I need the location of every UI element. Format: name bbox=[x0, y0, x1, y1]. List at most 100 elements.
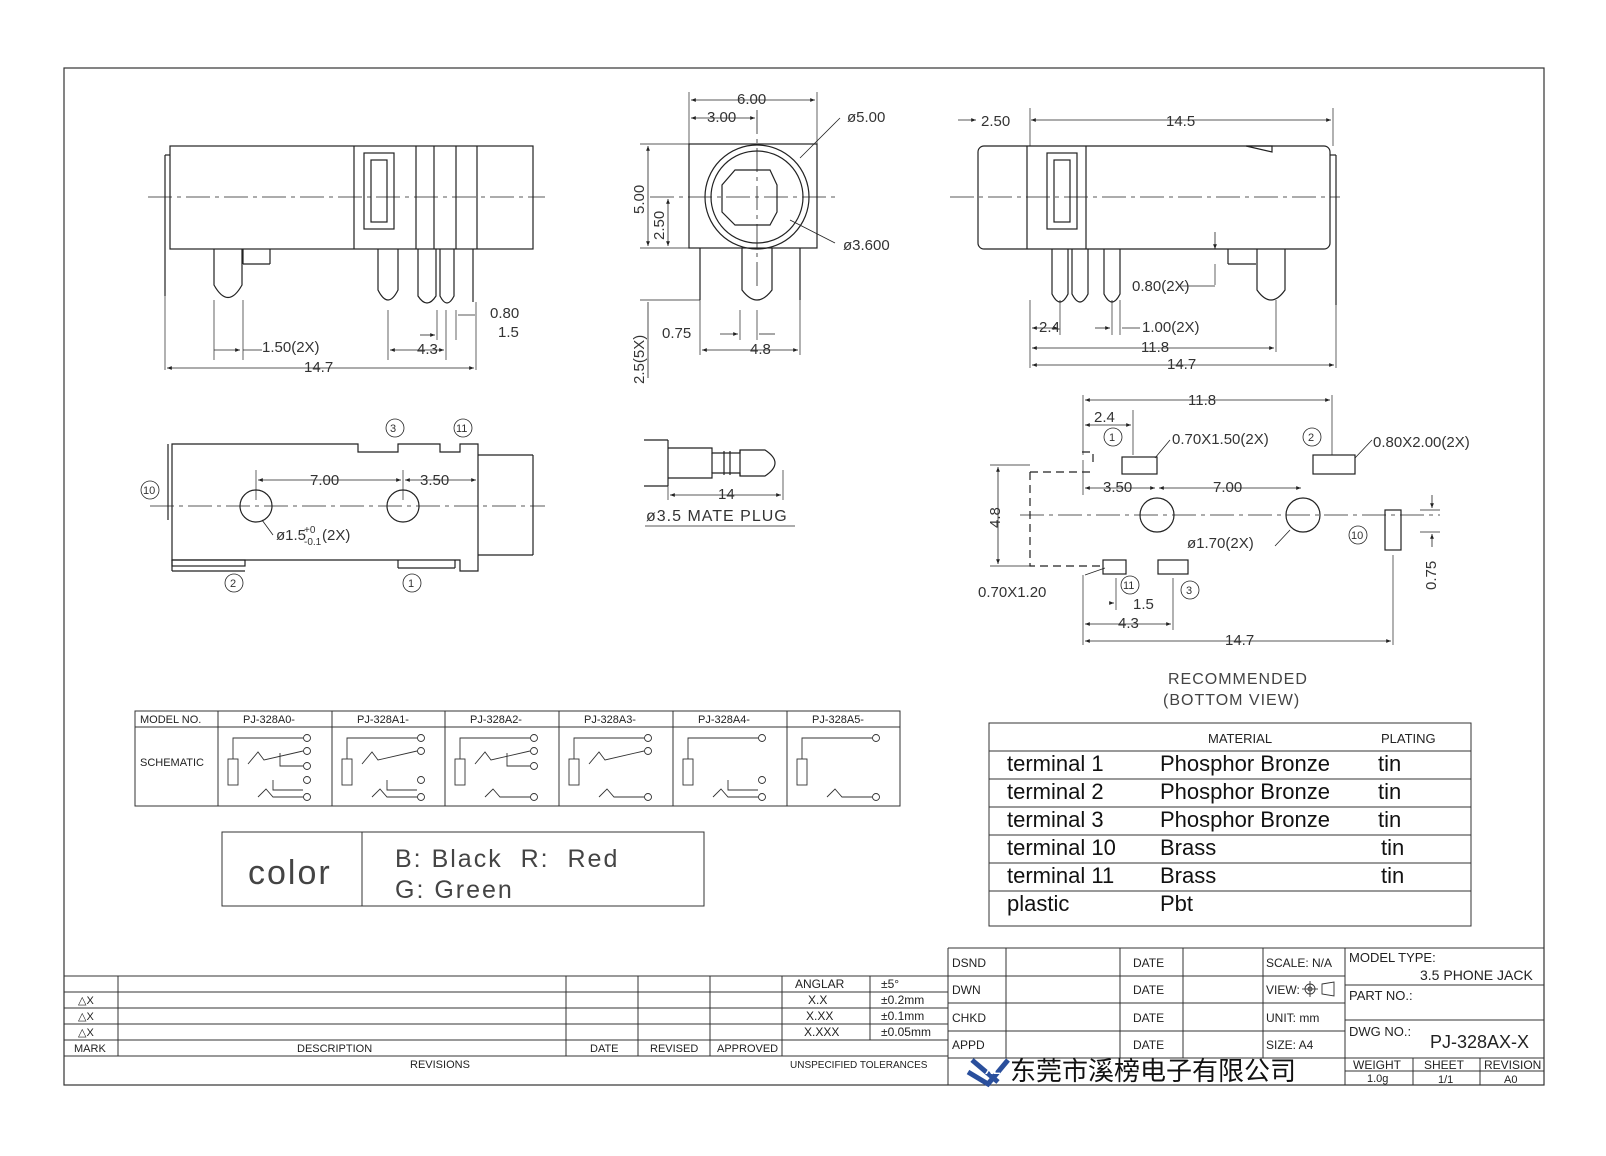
dim-label: 2.4 bbox=[1094, 409, 1115, 426]
material-part: terminal 10 bbox=[1007, 835, 1116, 860]
color-label: color bbox=[248, 854, 332, 892]
date-label: DATE bbox=[1133, 983, 1164, 997]
model-name: PJ-328A2- bbox=[470, 714, 522, 726]
dim-label: 4.8 bbox=[987, 507, 1004, 528]
material-plating: tin bbox=[1378, 779, 1402, 804]
dwn-label: DWN bbox=[952, 983, 981, 997]
revisions-footer: REVISIONS bbox=[410, 1059, 470, 1071]
dim-label: 14 bbox=[718, 486, 735, 503]
pin-number-3: 3 bbox=[1186, 585, 1192, 597]
side-view-right bbox=[950, 108, 1340, 368]
unit-label: UNIT: mm bbox=[1266, 1011, 1319, 1025]
material-header: MATERIAL bbox=[1208, 731, 1272, 746]
dim-label: ø3.600 bbox=[843, 237, 890, 254]
pin-number-11: 11 bbox=[456, 423, 467, 435]
part-no-label: PART NO.: bbox=[1349, 988, 1413, 1003]
material-part: terminal 2 bbox=[1007, 779, 1104, 804]
date-label: DATE bbox=[1133, 1038, 1164, 1052]
logo-text: XL bbox=[985, 1063, 1000, 1077]
model-type-label: MODEL TYPE: bbox=[1349, 950, 1436, 965]
revision-mark: △X bbox=[78, 995, 94, 1007]
sheet-border bbox=[63, 67, 1545, 1086]
col-date: DATE bbox=[590, 1043, 619, 1055]
front-view bbox=[640, 92, 841, 378]
material-plating: tin bbox=[1378, 807, 1402, 832]
dim-label: 11.8 bbox=[1141, 339, 1169, 356]
model-name: PJ-328A1- bbox=[357, 714, 409, 726]
color-box bbox=[221, 831, 705, 907]
pin-number-2: 2 bbox=[1308, 432, 1314, 444]
material-plating: tin bbox=[1381, 835, 1405, 860]
col-revised: REVISED bbox=[650, 1043, 698, 1055]
pin-number-11: 11 bbox=[1123, 580, 1134, 592]
model-no-label: MODEL NO. bbox=[140, 714, 201, 726]
material-table bbox=[988, 722, 1472, 927]
tolerance-angular-label: ANGLAR bbox=[795, 977, 845, 991]
tolerance-key: X.XX bbox=[806, 1009, 833, 1023]
material-part: plastic bbox=[1007, 891, 1070, 916]
material-name: Brass bbox=[1160, 863, 1217, 888]
dim-label: -0.1 bbox=[304, 537, 322, 548]
dim-label: 14.5 bbox=[1166, 113, 1195, 130]
material-name: Phosphor Bronze bbox=[1160, 751, 1330, 776]
company-logo-icon: XL bbox=[966, 1058, 1010, 1088]
mate-plug-title: ø3.5 MATE PLUG bbox=[646, 508, 788, 525]
pin-number-10: 10 bbox=[1351, 530, 1363, 542]
appd-label: APPD bbox=[952, 1038, 985, 1052]
model-name: PJ-328A4- bbox=[698, 714, 750, 726]
schematic-symbols bbox=[227, 734, 880, 801]
schematic-label: SCHEMATIC bbox=[140, 757, 204, 769]
company-name: 东莞市溪榜电子有限公司 bbox=[1010, 1056, 1296, 1086]
dim-label: 4.3 bbox=[1118, 615, 1139, 632]
pin-number-10: 10 bbox=[143, 485, 155, 497]
footprint-caption: (BOTTOM VIEW) bbox=[1163, 692, 1300, 709]
mate-plug bbox=[644, 439, 795, 527]
dim-label: 1.5 bbox=[498, 324, 519, 341]
material-name: Phosphor Bronze bbox=[1160, 807, 1330, 832]
tolerance-angular-value: ±5° bbox=[881, 977, 899, 991]
dim-label: 0.80X2.00(2X) bbox=[1373, 434, 1470, 451]
footprint-view bbox=[990, 395, 1440, 645]
dim-label: ø1.5 bbox=[276, 527, 306, 544]
dim-label: 7.00 bbox=[310, 472, 339, 489]
dim-label: 3.50 bbox=[1103, 479, 1132, 496]
title-block-grid bbox=[64, 947, 1544, 1085]
size-label: SIZE: A4 bbox=[1266, 1038, 1314, 1052]
material-plating: tin bbox=[1378, 751, 1402, 776]
material-part: terminal 3 bbox=[1007, 807, 1104, 832]
pin-number-3: 3 bbox=[390, 423, 396, 435]
tolerance-key: X.X bbox=[808, 993, 827, 1007]
bottom-view bbox=[140, 418, 545, 593]
weight-label: WEIGHT bbox=[1353, 1058, 1402, 1072]
dim-label: 0.80 bbox=[490, 305, 519, 322]
dim-label: 0.75 bbox=[1423, 561, 1440, 590]
dim-label: ø5.00 bbox=[847, 109, 885, 126]
dim-label: 4.3 bbox=[417, 341, 438, 358]
date-label: DATE bbox=[1133, 1011, 1164, 1025]
dim-label: 7.00 bbox=[1213, 479, 1242, 496]
dim-label: 3.00 bbox=[707, 109, 736, 126]
pin-number-2: 2 bbox=[230, 578, 236, 590]
sheet-label: SHEET bbox=[1424, 1058, 1465, 1072]
material-name: Pbt bbox=[1160, 891, 1194, 916]
dim-label: 14.7 bbox=[304, 359, 333, 376]
model-name: PJ-328A3- bbox=[584, 714, 636, 726]
material-plating: tin bbox=[1381, 863, 1405, 888]
dim-label: ø1.70(2X) bbox=[1187, 535, 1254, 552]
dim-label: 0.75 bbox=[662, 325, 691, 342]
dim-label: 0.70X1.20 bbox=[978, 584, 1046, 601]
color-line-2: G: Green bbox=[395, 876, 514, 904]
dim-label: 2.4 bbox=[1039, 319, 1060, 336]
tolerance-value: ±0.05mm bbox=[881, 1025, 931, 1039]
dim-label: 2.5(5X) bbox=[631, 335, 648, 384]
model-name: PJ-328A5- bbox=[812, 714, 864, 726]
dim-label: +0 bbox=[304, 525, 316, 536]
tolerance-value: ±0.2mm bbox=[881, 993, 924, 1007]
pin-number-1: 1 bbox=[1109, 432, 1115, 444]
tolerance-value: ±0.1mm bbox=[881, 1009, 924, 1023]
dim-label: 1.5 bbox=[1133, 596, 1154, 613]
dim-label: 0.70X1.50(2X) bbox=[1172, 431, 1269, 448]
material-name: Brass bbox=[1160, 835, 1217, 860]
pin-number-1: 1 bbox=[408, 578, 414, 590]
